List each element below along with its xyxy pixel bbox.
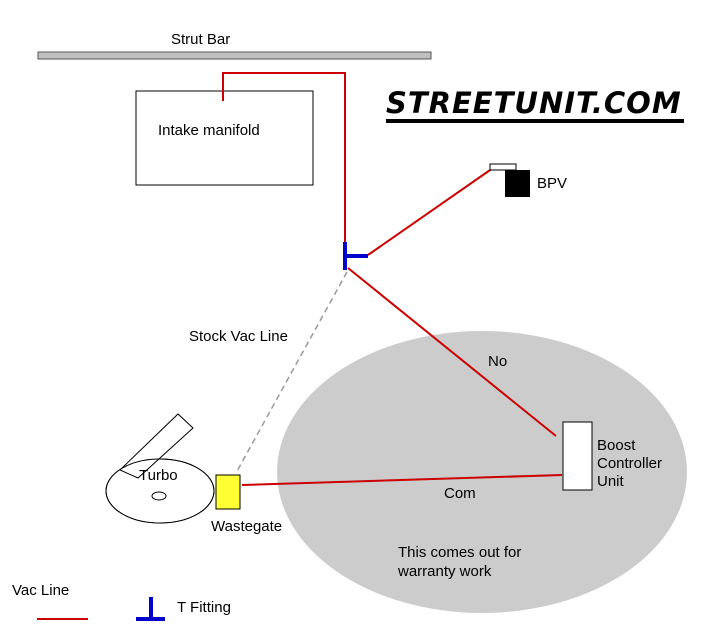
warranty-removable-zone (277, 331, 687, 613)
boost-controller-box (562, 421, 593, 491)
legend-t-fitting-label: T Fitting (177, 599, 231, 616)
strut-bar (37, 51, 432, 60)
t-fitting-icon (343, 242, 368, 270)
stock-vac-line (235, 271, 348, 474)
bpv-body (505, 170, 530, 197)
bpv-label: BPV (537, 175, 568, 192)
wastegate-actuator (215, 474, 241, 510)
legend-t-fitting-icon (136, 597, 165, 621)
vac-line-manifold (222, 72, 346, 255)
boost-controller-label-3: Unit (597, 473, 624, 490)
logo-underline (386, 119, 684, 123)
warranty-note-line-2: warranty work (398, 563, 492, 580)
turbo-icon (105, 413, 215, 524)
vac-line-no-port (347, 267, 557, 437)
streetunit-logo: STREETUNIT.COM (386, 86, 682, 120)
vac-line-bpv (367, 167, 494, 256)
wastegate-label: Wastegate (211, 518, 283, 535)
boost-controller-label-2: Controller (597, 455, 663, 472)
boost-controller-label-1: Boost (597, 437, 636, 454)
intake-manifold-label: Intake manifold (158, 122, 260, 139)
turbo-label: Turbo (139, 467, 178, 484)
stock-vac-line-label: Stock Vac Line (189, 328, 288, 345)
bpv-nipple (489, 163, 517, 171)
no-port-label: No (488, 353, 508, 370)
vac-line-com-port (241, 474, 563, 486)
legend-vac-line-label: Vac Line (12, 582, 70, 599)
com-port-label: Com (444, 485, 476, 502)
intake-manifold-box (135, 90, 314, 186)
warranty-note-line-1: This comes out for (398, 544, 522, 561)
strut-bar-label: Strut Bar (171, 31, 231, 48)
